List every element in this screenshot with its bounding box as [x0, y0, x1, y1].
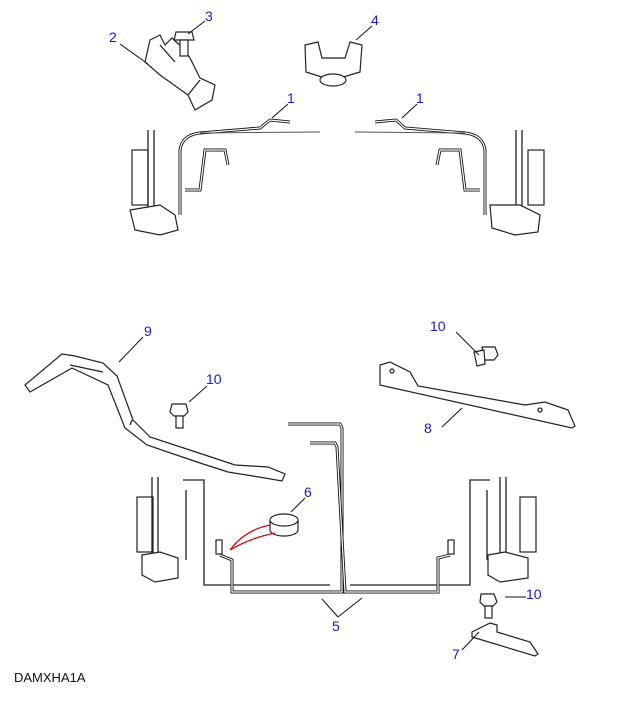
callout-1-right: 1 [416, 90, 424, 106]
part-10-bolt-a [169, 403, 189, 429]
front-right-brake-assembly [354, 118, 545, 236]
callout-9: 9 [144, 323, 152, 339]
part-3-bolt [173, 31, 195, 57]
callout-8: 8 [424, 420, 432, 436]
part-7-bracket [471, 622, 539, 657]
callout-7: 7 [452, 646, 460, 662]
leader-lines [118, 20, 526, 651]
part-10-bolt-c [479, 593, 498, 619]
part-4-clip [304, 41, 363, 87]
callout-5: 5 [332, 618, 340, 634]
part-8-rail [379, 361, 576, 429]
callout-3: 3 [205, 8, 213, 24]
diagram-code: DAMXHA1A [14, 670, 86, 685]
callout-10-top: 10 [430, 318, 446, 334]
part-10-bolt-b [473, 346, 499, 367]
part-5-brake-pipes [215, 422, 455, 594]
callout-10-bottom: 10 [526, 586, 542, 602]
rear-right-brake-assembly [350, 477, 537, 586]
callout-1-left: 1 [287, 90, 295, 106]
callout-2: 2 [109, 29, 117, 45]
part-6-grommet [229, 513, 299, 551]
front-left-brake-assembly [129, 118, 321, 236]
part-2-bracket [144, 34, 216, 111]
callout-10-middle: 10 [206, 371, 222, 387]
callout-6: 6 [304, 484, 312, 500]
part-9-bracket [24, 353, 286, 482]
callout-4: 4 [371, 12, 379, 28]
rear-left-brake-assembly [136, 477, 330, 586]
